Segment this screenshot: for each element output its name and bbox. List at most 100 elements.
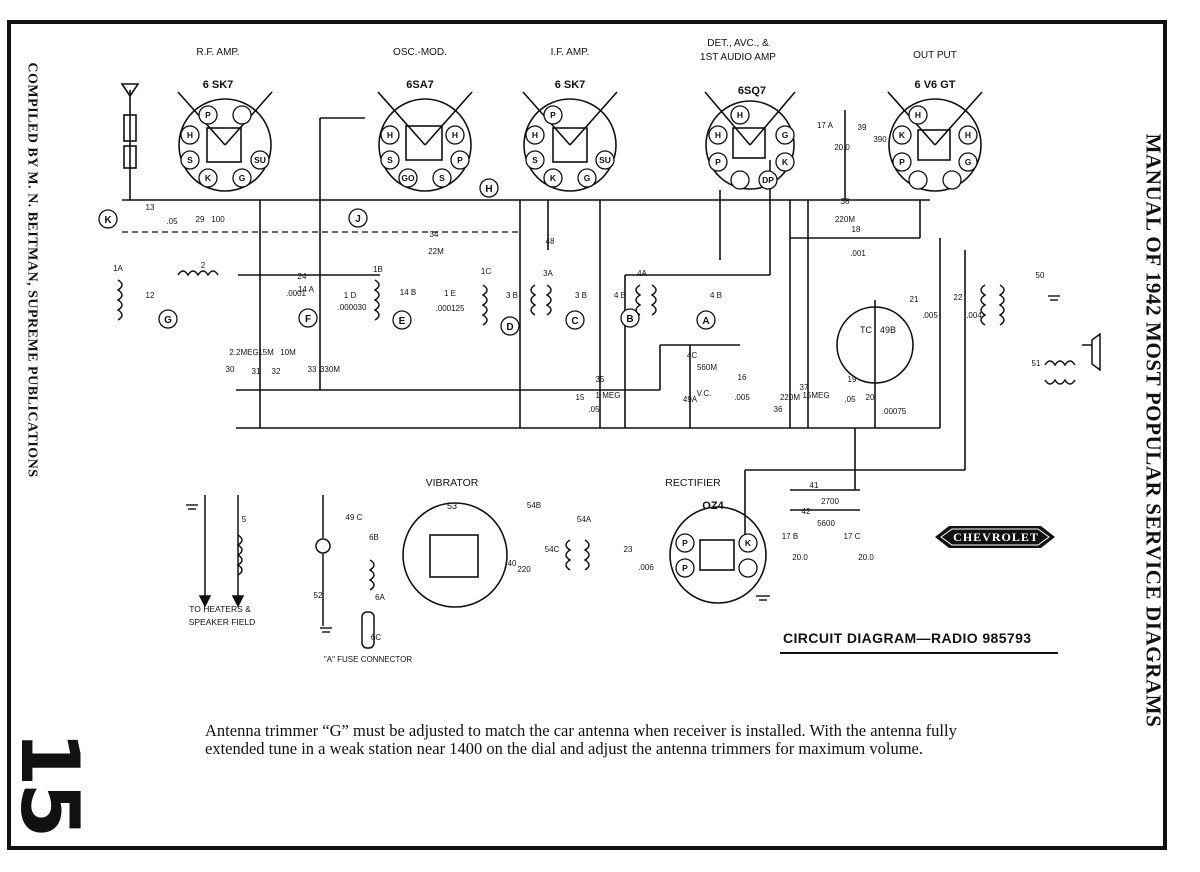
component-value: 100 xyxy=(211,215,225,224)
pin-label: K xyxy=(550,173,557,183)
component-value: .005 xyxy=(734,393,750,402)
component-label: 50 xyxy=(1036,271,1045,280)
component-label: 30 xyxy=(226,365,235,374)
component-value: .006 xyxy=(638,563,654,572)
pin-label: P xyxy=(550,110,556,120)
pin-label: S xyxy=(387,155,393,165)
trimmer-label: D xyxy=(506,322,513,333)
tube-osc: 6SA7 xyxy=(406,79,434,91)
component-label: 1C xyxy=(481,267,491,276)
trimmer-label: E xyxy=(399,316,406,327)
pin-label: SU xyxy=(254,155,266,165)
pin-label: K xyxy=(205,173,212,183)
component-label: 17 C xyxy=(844,532,861,541)
component-label: 54C xyxy=(545,545,560,554)
component-label: 14 A xyxy=(298,285,315,294)
pin-label: H xyxy=(715,130,721,140)
component-label: 32 xyxy=(272,367,281,376)
heaters-note: TO HEATERS & xyxy=(189,604,251,614)
component-label: 40 xyxy=(508,559,517,568)
component-label: 33 xyxy=(308,365,317,374)
component-value: .05 xyxy=(166,217,178,226)
component-label: 6C xyxy=(371,633,381,642)
component-label: 20 xyxy=(866,393,875,402)
component-value: 20.0 xyxy=(858,553,874,562)
component-label: 15 xyxy=(576,393,585,402)
component-label: 12 xyxy=(146,291,155,300)
pin-label: G xyxy=(965,157,972,167)
component-label: 31 xyxy=(252,367,261,376)
component-label: TC xyxy=(860,325,872,335)
component-value: .0001 xyxy=(286,289,307,298)
component-label: 52 xyxy=(314,591,323,600)
pin-label: P xyxy=(715,157,721,167)
component-label: 17 A xyxy=(817,121,834,130)
component-label: 49 C xyxy=(346,513,363,522)
component-value: .000030 xyxy=(338,303,367,312)
component-label: 36 xyxy=(774,405,783,414)
component-label: 35 xyxy=(596,375,605,384)
trimmer-label: G xyxy=(164,315,172,326)
component-value: 15MEG xyxy=(802,391,829,400)
component-value: 2700 xyxy=(821,497,839,506)
pin-label: P xyxy=(682,538,688,548)
stage-label-det-2: 1ST AUDIO AMP xyxy=(700,52,776,63)
component-label: V.C. xyxy=(697,389,712,398)
stage-label-det: DET., AVC., & xyxy=(707,38,769,49)
component-label: 49A xyxy=(683,395,698,404)
chevrolet-logo-text: CHEVROLET xyxy=(953,530,1039,544)
component-value: 220M xyxy=(835,215,855,224)
trimmer-label: A xyxy=(702,316,709,327)
component-value: 220M xyxy=(780,393,800,402)
component-label: 23 xyxy=(624,545,633,554)
component-value: 220 xyxy=(517,565,531,574)
pin-label: G xyxy=(239,173,246,183)
component-label: 39 xyxy=(858,123,867,132)
component-value: .05 xyxy=(844,395,856,404)
component-label: 18 xyxy=(852,225,861,234)
component-value: 10M xyxy=(280,348,296,357)
component-label: 13 xyxy=(146,203,155,212)
component-label: 29 xyxy=(196,215,205,224)
component-value: 5600 xyxy=(817,519,835,528)
component-label: 22 xyxy=(954,293,963,302)
title-underline xyxy=(780,652,1058,654)
stage-label-if: I.F. AMP. xyxy=(551,47,590,58)
component-label: 41 xyxy=(810,481,819,490)
trimmer-label: K xyxy=(104,215,112,226)
component-value: .000125 xyxy=(436,304,465,313)
component-value: .05 xyxy=(588,405,600,414)
component-label: 4A xyxy=(637,269,647,278)
component-value: 2.2MEG xyxy=(229,348,258,357)
pin-label: S xyxy=(532,155,538,165)
pin-label: K xyxy=(899,130,906,140)
stage-label-osc: OSC.-MOD. xyxy=(393,47,447,58)
pin-label: SU xyxy=(599,155,611,165)
component-label: 4C xyxy=(687,351,697,360)
component-label: 54A xyxy=(577,515,592,524)
component-label: 38 xyxy=(841,197,850,206)
component-label: 6B xyxy=(369,533,379,542)
component-label: 34 xyxy=(430,230,439,239)
component-label: 24 xyxy=(298,272,307,281)
component-label: 42 xyxy=(802,507,811,516)
pin-label: P xyxy=(899,157,905,167)
component-label: 37 xyxy=(800,383,809,392)
pin-label: P xyxy=(205,110,211,120)
component-label: 3 B xyxy=(506,291,518,300)
stage-label-output: OUT PUT xyxy=(913,50,957,61)
chevrolet-logo xyxy=(935,526,1055,548)
component-value: .004 xyxy=(966,311,982,320)
component-value: .001 xyxy=(850,249,866,258)
component-label: 2 xyxy=(201,261,206,270)
component-value: 20.0 xyxy=(834,143,850,152)
component-label: 49B xyxy=(880,325,896,335)
pin-label: S xyxy=(187,155,193,165)
pin-label: S xyxy=(439,173,445,183)
component-value: 330M xyxy=(320,365,340,374)
component-value: 390 xyxy=(873,135,887,144)
pin-label: H xyxy=(965,130,971,140)
pin-label: H xyxy=(532,130,538,140)
pin-label: H xyxy=(737,110,743,120)
